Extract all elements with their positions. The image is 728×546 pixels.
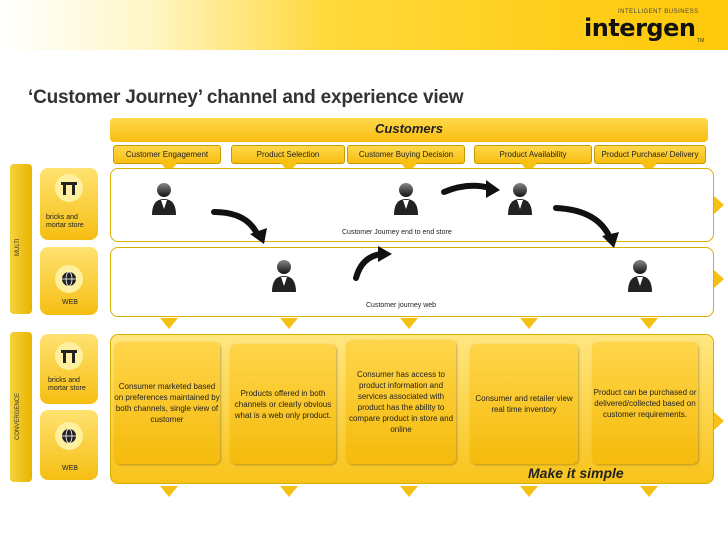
convergence-label: CONVERGENCE (15, 392, 21, 440)
box-availability: Consumer and retailer view real time inv… (470, 344, 578, 464)
person-icon (508, 183, 532, 215)
down-arrow-icon (520, 486, 538, 497)
person-icon (152, 183, 176, 215)
customers-label: Customers (375, 121, 443, 136)
person-icon (394, 183, 418, 215)
globe-icon (55, 422, 83, 450)
down-arrow-icon (280, 486, 298, 497)
down-arrow-icon (400, 318, 418, 329)
convergence-bar (10, 332, 32, 482)
right-arrow-icon (714, 270, 724, 288)
journey-web-label: Customer journey web (366, 302, 437, 309)
convergence-store-label: bricks and mortar store (48, 377, 86, 392)
person-icon (628, 260, 652, 292)
box-selection: Products offered in both channels or cle… (230, 344, 336, 464)
down-arrow-icon (400, 486, 418, 497)
customers-bar (110, 118, 708, 142)
right-arrow-icon (714, 412, 724, 430)
page-title: ‘Customer Journey’ channel and experienc… (28, 87, 464, 108)
down-arrow-icon (160, 162, 178, 173)
box-engagement: Consumer marketed based on preferences m… (114, 342, 220, 464)
down-arrow-icon (640, 486, 658, 497)
down-arrow-icon (280, 162, 298, 173)
down-arrow-icon (520, 318, 538, 329)
store-icon (55, 174, 83, 202)
curved-arrow-icon (441, 182, 493, 195)
store-icon (55, 342, 83, 370)
right-arrow-icon (714, 196, 724, 214)
convergence-web-label: WEB (62, 465, 78, 472)
store-channel-label: bricks and mortar store (46, 214, 84, 229)
curved-arrow-icon (553, 205, 613, 241)
person-icon (272, 260, 296, 292)
box-buying-decision: Consumer has access to product informati… (346, 340, 456, 464)
globe-icon (55, 265, 83, 293)
convergence-web-card: WEB (40, 410, 98, 480)
down-arrow-icon (640, 162, 658, 173)
curved-arrow-icon (211, 209, 261, 239)
web-channel-label: WEB (62, 299, 78, 306)
trademark: TM (697, 38, 705, 44)
down-arrow-icon (160, 318, 178, 329)
brand-logo: intergen (584, 14, 696, 42)
brand-tagline: INTELLIGENT BUSINESS (618, 9, 699, 15)
web-lane (110, 247, 714, 317)
down-arrow-icon (280, 318, 298, 329)
journey-store-label: Customer Journey end to end store (342, 229, 452, 236)
down-arrow-icon (520, 162, 538, 173)
down-arrow-icon (640, 318, 658, 329)
header-band (0, 0, 728, 50)
tagline: Make it simple (528, 465, 624, 481)
down-arrow-icon (160, 486, 178, 497)
web-channel-card: WEB (40, 247, 98, 315)
convergence-store-card: bricks and mortar store (40, 334, 98, 404)
down-arrow-icon (400, 162, 418, 173)
box-purchase-delivery: Product can be purchased or delivered/co… (592, 342, 698, 464)
multi-bar (10, 164, 32, 314)
store-channel-card: bricks and mortar store (40, 168, 98, 240)
